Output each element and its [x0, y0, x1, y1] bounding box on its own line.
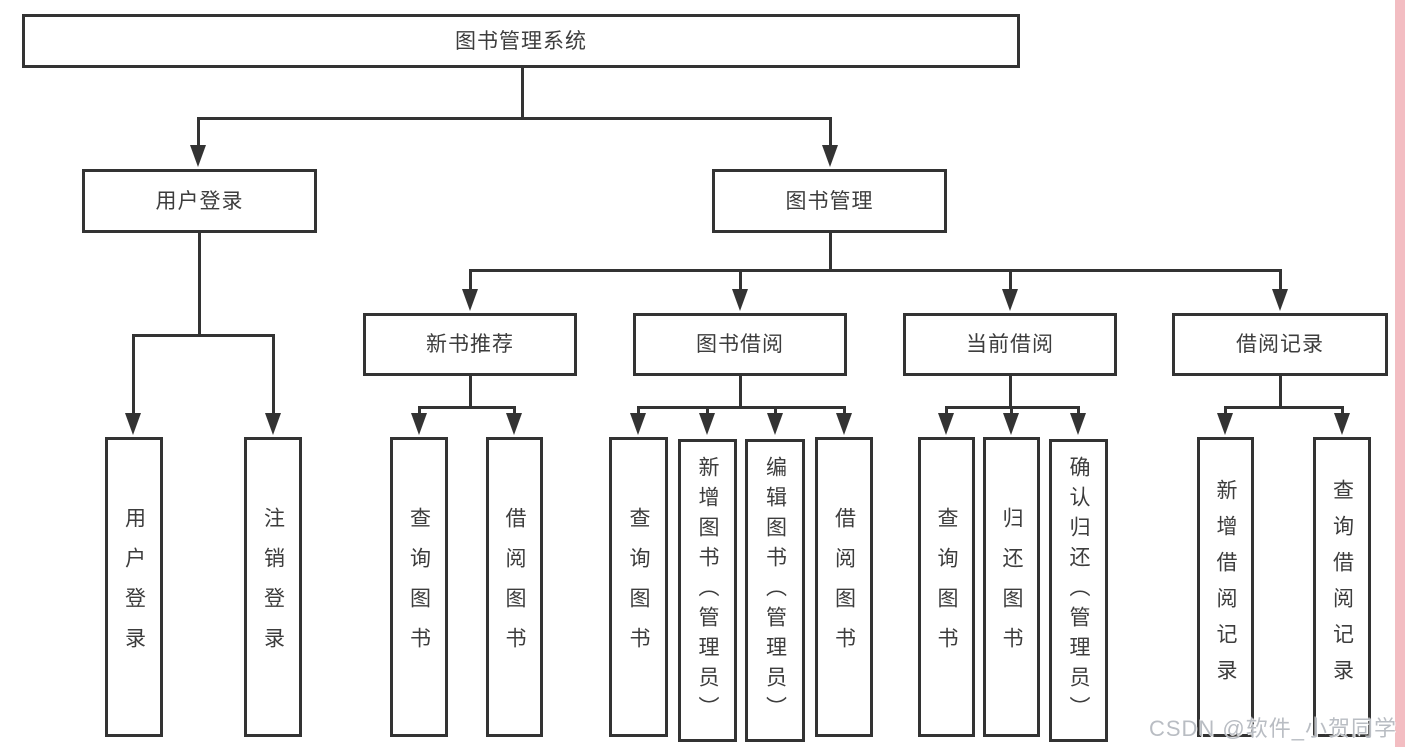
node-new-book-recommend: 新书推荐 — [363, 313, 577, 376]
arrowhead-down-icon — [1070, 413, 1086, 435]
leaf-label: 查询图书 — [407, 507, 431, 667]
arrowhead-down-icon — [506, 413, 522, 435]
connector-shaft — [1341, 407, 1344, 417]
arrowhead-down-icon — [1217, 413, 1233, 435]
leaf-borrow-books-1: 借阅图书 — [486, 437, 543, 737]
node-user-login-label: 用户登录 — [155, 189, 244, 213]
leaf-return-books: 归还图书 — [983, 437, 1040, 737]
leaf-label: 归还图书 — [1000, 507, 1023, 667]
connector-shaft — [513, 407, 516, 417]
arrowhead-down-icon — [1272, 289, 1288, 311]
connector-shaft — [945, 407, 948, 417]
connector-shaft — [1224, 407, 1227, 417]
leaf-label: 新增图书（管理员） — [696, 455, 719, 726]
arrowhead-down-icon — [630, 413, 646, 435]
arrowhead-down-icon — [411, 413, 427, 435]
leaf-query-books-3: 查询图书 — [918, 437, 975, 737]
arrowhead-down-icon — [1002, 289, 1018, 311]
arrowhead-down-icon — [767, 413, 783, 435]
connector-bar — [418, 406, 516, 409]
connector-shaft — [1009, 270, 1012, 293]
leaf-logout: 注销登录 — [244, 437, 302, 737]
connector-shaft — [469, 270, 472, 293]
node-borrow-records: 借阅记录 — [1172, 313, 1388, 376]
connector-shaft — [1077, 407, 1080, 417]
connector-bar — [197, 117, 832, 120]
leaf-query-borrow-record: 查询借阅记录 — [1313, 437, 1371, 737]
leaf-label: 借阅图书 — [832, 507, 856, 667]
connector-trunk — [1279, 376, 1282, 407]
node-book-management: 图书管理 — [712, 169, 947, 233]
arrowhead-down-icon — [125, 413, 141, 435]
node-borrow-records-label: 借阅记录 — [1236, 333, 1324, 356]
arrowhead-down-icon — [462, 289, 478, 311]
connector-shaft — [1010, 407, 1013, 417]
arrowhead-down-icon — [699, 413, 715, 435]
connector-bar — [132, 334, 275, 337]
connector-shaft — [843, 407, 846, 417]
connector-shaft — [132, 335, 135, 417]
leaf-label: 编辑图书（管理员） — [763, 455, 787, 726]
arrowhead-down-icon — [836, 413, 852, 435]
leaf-label: 注销登录 — [261, 507, 285, 667]
leaf-add-books-admin: 新增图书（管理员） — [678, 439, 737, 742]
arrowhead-down-icon — [265, 413, 281, 435]
connector-bar — [1224, 406, 1344, 409]
arrowhead-down-icon — [822, 145, 838, 167]
leaf-user-login: 用户登录 — [105, 437, 163, 737]
leaf-label: 用户登录 — [122, 507, 146, 667]
node-book-management-label: 图书管理 — [785, 189, 874, 213]
connector-trunk — [1009, 376, 1012, 407]
leaf-label: 查询图书 — [627, 507, 650, 667]
connector-trunk — [739, 376, 742, 407]
connector-trunk — [521, 68, 524, 118]
connector-bar — [469, 269, 1282, 272]
connector-shaft — [418, 407, 421, 417]
node-new-book-recommend-label: 新书推荐 — [426, 333, 514, 356]
leaf-borrow-books-2: 借阅图书 — [815, 437, 873, 737]
leaf-label: 查询借阅记录 — [1330, 479, 1354, 695]
connector-shaft — [637, 407, 640, 417]
watermark-text: CSDN @软件_小贺同学 — [1148, 716, 1397, 741]
connector-trunk — [829, 233, 832, 270]
leaf-add-borrow-record: 新增借阅记录 — [1197, 437, 1254, 737]
connector-shaft — [197, 118, 200, 149]
leaf-label: 新增借阅记录 — [1214, 479, 1237, 695]
connector-shaft — [739, 270, 742, 293]
node-current-borrow: 当前借阅 — [903, 313, 1117, 376]
leaf-label: 查询图书 — [935, 507, 958, 667]
connector-shaft — [706, 407, 709, 417]
leaf-query-books-2: 查询图书 — [609, 437, 668, 737]
connector-trunk — [198, 233, 201, 335]
connector-bar — [637, 406, 846, 409]
leaf-confirm-return-admin: 确认归还（管理员） — [1049, 439, 1108, 742]
arrowhead-down-icon — [1003, 413, 1019, 435]
connector-shaft — [272, 335, 275, 417]
node-user-login: 用户登录 — [82, 169, 317, 233]
node-current-borrow-label: 当前借阅 — [966, 333, 1054, 356]
leaf-edit-books-admin: 编辑图书（管理员） — [745, 439, 805, 742]
arrowhead-down-icon — [1334, 413, 1350, 435]
arrowhead-down-icon — [190, 145, 206, 167]
leaf-query-books-1: 查询图书 — [390, 437, 448, 737]
connector-shaft — [1279, 270, 1282, 293]
arrowhead-down-icon — [938, 413, 954, 435]
node-book-borrow-label: 图书借阅 — [696, 333, 784, 356]
leaf-label: 确认归还（管理员） — [1067, 455, 1090, 726]
node-book-borrow: 图书借阅 — [633, 313, 847, 376]
arrowhead-down-icon — [732, 289, 748, 311]
node-root: 图书管理系统 — [22, 14, 1020, 68]
leaf-label: 借阅图书 — [503, 507, 526, 667]
connector-shaft — [829, 118, 832, 149]
right-edge-strip — [1395, 0, 1405, 747]
connector-shaft — [774, 407, 777, 417]
node-root-label: 图书管理系统 — [455, 29, 587, 53]
connector-trunk — [469, 376, 472, 407]
